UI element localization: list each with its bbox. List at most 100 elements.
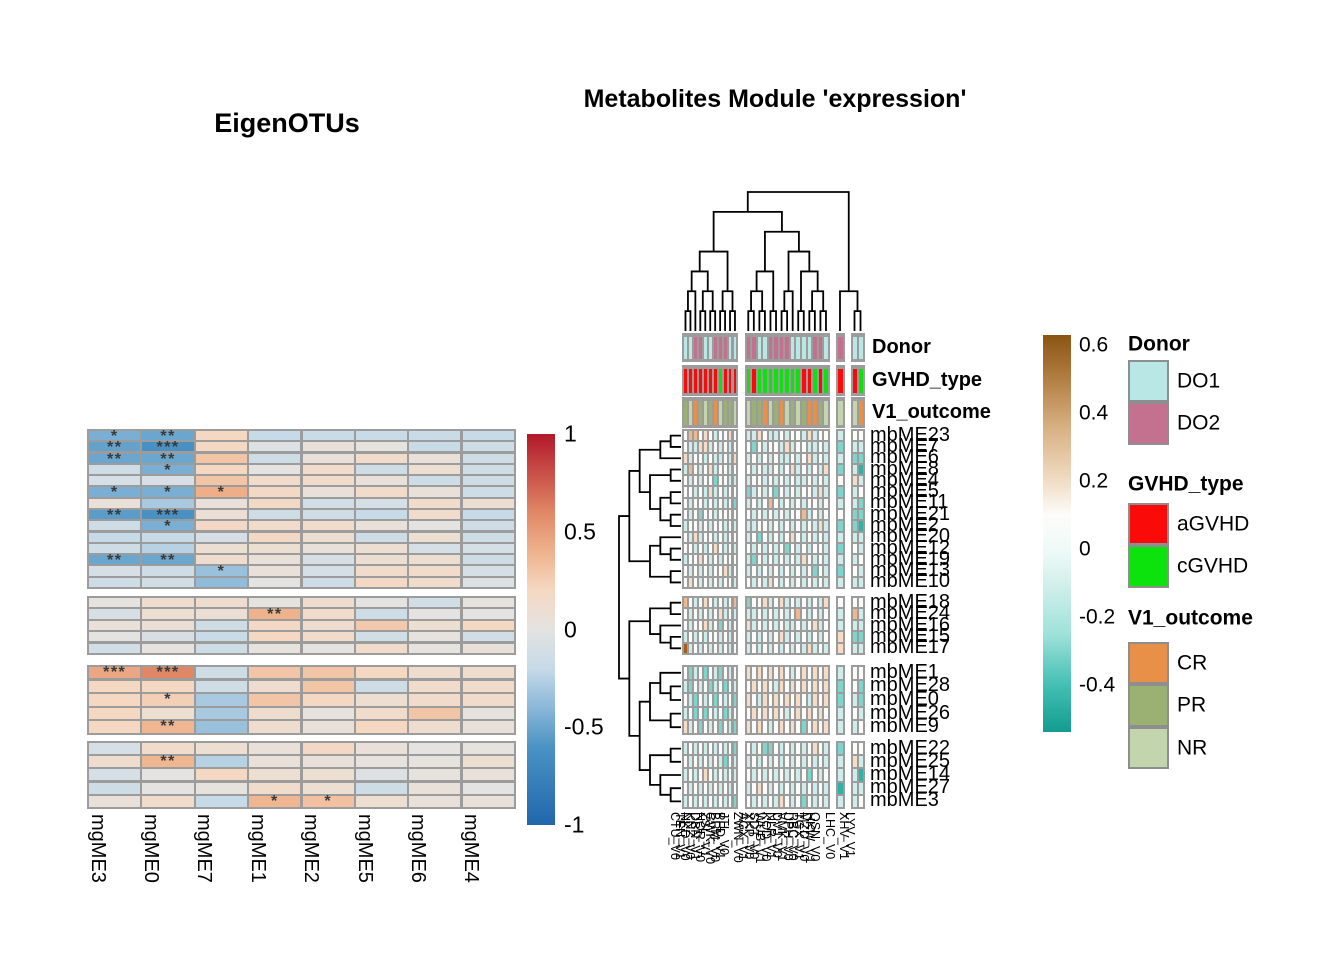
heatmap-cell [752, 442, 756, 452]
heatmap-cell [802, 667, 806, 679]
heatmap-cell [195, 632, 247, 642]
heatmap-cell [728, 543, 732, 554]
heatmap-cell [813, 782, 817, 794]
expression-heatmap-block [682, 665, 739, 735]
heatmap-cell [790, 707, 795, 720]
heatmap-cell [779, 694, 784, 706]
heatmap-cell [703, 487, 707, 497]
dendrogram-branch [669, 787, 681, 803]
dendrogram-branch [684, 310, 692, 331]
right-colorbar-tick: 0.2 [1079, 469, 1109, 493]
heatmap-cell [858, 643, 863, 653]
heatmap-cell [785, 680, 789, 693]
heatmap-cell [774, 555, 778, 565]
heatmap-cell [713, 498, 717, 509]
heatmap-cell [763, 566, 767, 576]
heatmap-cell [684, 643, 687, 653]
heatmap-cell [790, 464, 795, 475]
right-row-label: mbME10 [870, 570, 951, 593]
heatmap-cell [142, 431, 194, 441]
right-colorbar-tick: 0.4 [1079, 401, 1109, 425]
heatmap-cell [195, 521, 247, 531]
annotation-cell [684, 400, 687, 425]
heatmap-cell [807, 609, 812, 619]
heatmap-cell [813, 643, 817, 653]
heatmap-cell [752, 632, 756, 642]
heatmap-cell [89, 694, 141, 706]
heatmap-cell [355, 577, 408, 587]
heatmap-cell [698, 680, 702, 693]
heatmap-cell [684, 694, 687, 706]
heatmap-cell [688, 680, 692, 693]
heatmap-cell [684, 487, 687, 497]
annotation-cell [852, 368, 857, 393]
heatmap-cell [746, 487, 751, 497]
heatmap-cell [796, 431, 800, 441]
heatmap-cell [409, 464, 461, 474]
heatmap-cell [693, 498, 697, 509]
left-colorbar-tick: 0.5 [564, 518, 596, 545]
heatmap-cell [142, 442, 194, 452]
heatmap-cell [728, 743, 732, 755]
heatmap-cell [796, 543, 800, 554]
heatmap-cell [824, 498, 828, 509]
heatmap-cell [757, 521, 762, 531]
heatmap-cell [837, 532, 843, 542]
heatmap-cell [718, 620, 722, 631]
heatmap-cell [302, 667, 354, 679]
significance-star: ** [106, 450, 123, 468]
dendrogram-branch [669, 601, 681, 615]
annotation-cell [763, 400, 767, 425]
heatmap-cell [852, 743, 857, 755]
heatmap-cell [818, 743, 823, 755]
heatmap-cell [684, 464, 687, 475]
heatmap-cell [708, 431, 712, 441]
heatmap-cell [195, 566, 247, 576]
heatmap-cell [89, 707, 141, 720]
heatmap-cell [462, 453, 514, 463]
annotation-cell [698, 368, 702, 393]
heatmap-cell [790, 453, 795, 463]
heatmap-cell [752, 487, 756, 497]
heatmap-cell [355, 555, 408, 565]
heatmap-cell [790, 721, 795, 733]
significance-star: ** [106, 552, 123, 570]
heatmap-cell [733, 743, 737, 755]
heatmap-cell [462, 620, 514, 630]
heatmap-cell [852, 543, 857, 554]
heatmap-cell [249, 643, 301, 653]
heatmap-cell [807, 769, 812, 781]
heatmap-cell [703, 598, 707, 608]
heatmap-cell [796, 795, 800, 807]
annotation-cell [807, 336, 812, 359]
heatmap-cell [746, 667, 751, 679]
heatmap-cell [774, 453, 778, 463]
heatmap-cell [698, 566, 702, 576]
heatmap-cell [824, 510, 828, 520]
heatmap-cell [752, 532, 756, 542]
heatmap-cell [409, 431, 461, 441]
right-col-label: QSN_V0 [808, 812, 823, 862]
heatmap-cell [852, 577, 857, 588]
heatmap-cell [462, 643, 514, 653]
legend-entry-label: cGVHD [1177, 554, 1249, 578]
heatmap-cell [774, 442, 778, 452]
heatmap-cell [693, 598, 697, 608]
heatmap-cell [768, 694, 773, 706]
heatmap-cell [757, 566, 762, 576]
heatmap-cell [790, 487, 795, 497]
heatmap-cell [763, 555, 767, 565]
annotation-cell [684, 336, 687, 359]
heatmap-cell [302, 756, 354, 768]
heatmap-cell [249, 769, 301, 781]
heatmap-cell [693, 795, 697, 807]
heatmap-cell [89, 532, 141, 542]
heatmap-cell [733, 769, 737, 781]
dendrogram-branch [853, 310, 862, 331]
heatmap-cell [852, 795, 857, 807]
heatmap-cell [409, 707, 461, 720]
heatmap-cell [763, 543, 767, 554]
heatmap-cell [779, 521, 784, 531]
heatmap-cell [807, 694, 812, 706]
significance-star: * [164, 691, 172, 709]
